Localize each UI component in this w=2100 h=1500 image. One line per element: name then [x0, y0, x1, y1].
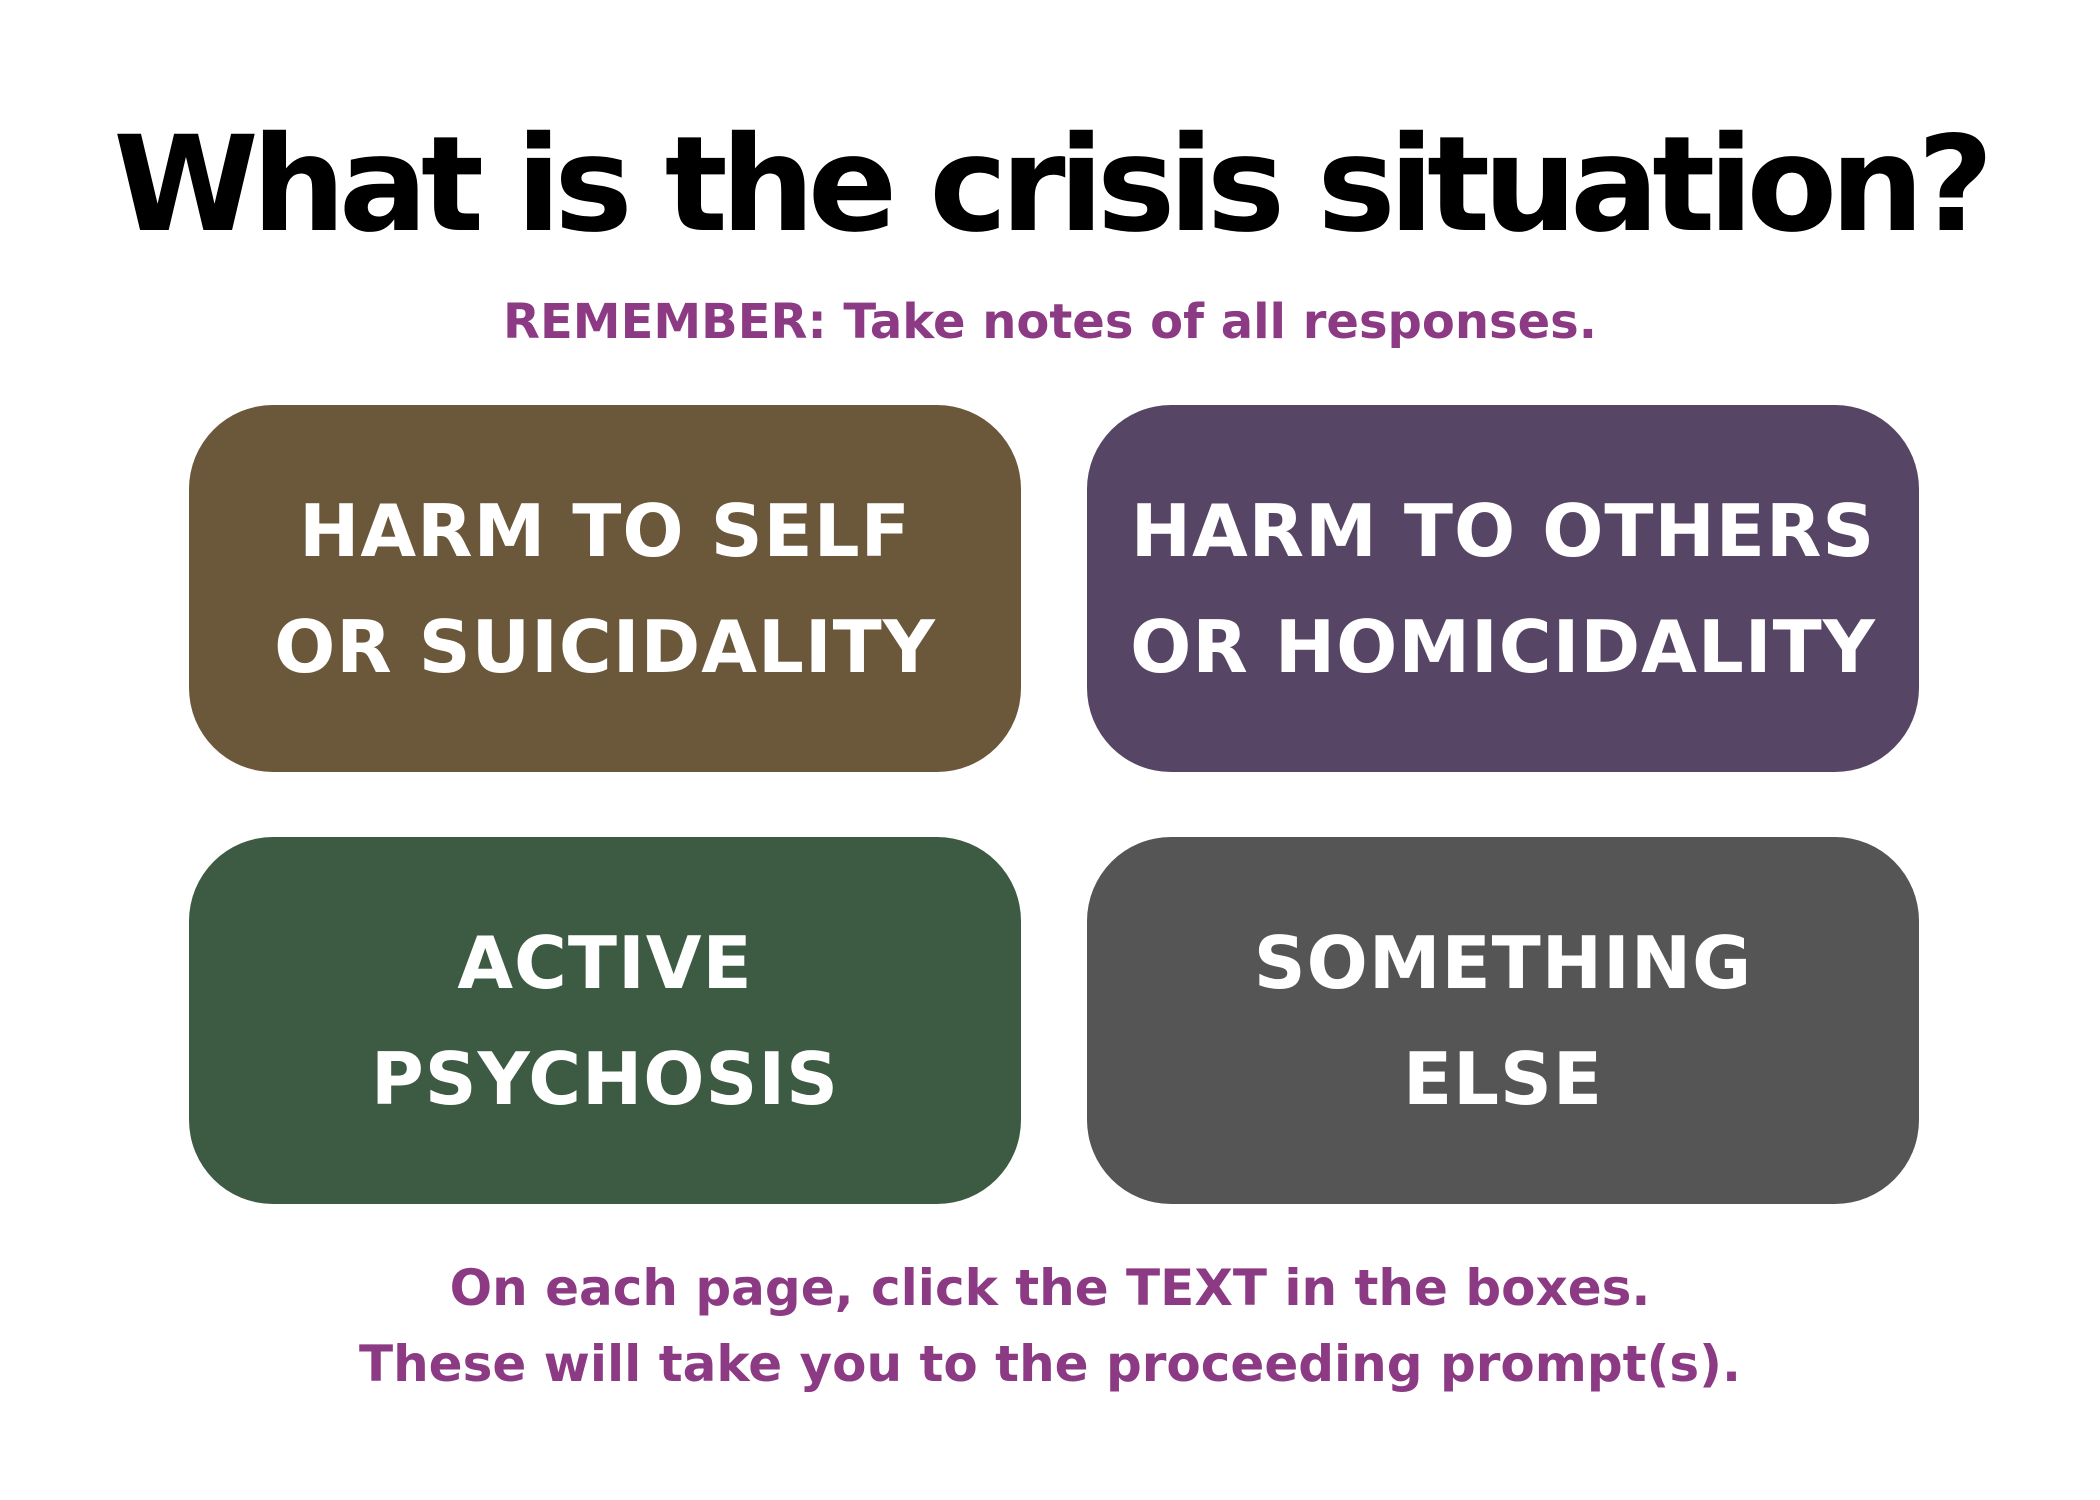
reminder-note: REMEMBER: Take notes of all responses. — [503, 294, 1597, 350]
option-line[interactable]: PSYCHOSIS — [371, 1036, 839, 1121]
option-something-else-text[interactable]: SOMETHING ELSE — [1254, 905, 1752, 1137]
option-harm-to-self-box[interactable]: HARM TO SELF OR SUICIDALITY — [189, 405, 1021, 772]
instructions-footer: On each page, click the TEXT in the boxe… — [0, 1250, 2100, 1402]
option-harm-to-others-box[interactable]: HARM TO OTHERS OR HOMICIDALITY — [1087, 405, 1919, 772]
option-line[interactable]: ACTIVE — [457, 920, 753, 1005]
option-something-else-box[interactable]: SOMETHING ELSE — [1087, 837, 1919, 1204]
footer-line: These will take you to the proceeding pr… — [358, 1335, 1742, 1393]
option-line[interactable]: HARM TO OTHERS — [1130, 488, 1876, 573]
option-line[interactable]: OR SUICIDALITY — [274, 604, 936, 689]
option-harm-to-others-text[interactable]: HARM TO OTHERS OR HOMICIDALITY — [1130, 473, 1876, 705]
option-line[interactable]: HARM TO SELF — [299, 488, 911, 573]
option-active-psychosis-text[interactable]: ACTIVE PSYCHOSIS — [371, 905, 839, 1137]
footer-line: On each page, click the TEXT in the boxe… — [449, 1259, 1651, 1317]
option-line[interactable]: SOMETHING — [1253, 920, 1753, 1005]
page-title: What is the crisis situation? — [113, 108, 1994, 262]
option-line[interactable]: ELSE — [1402, 1036, 1604, 1121]
option-harm-to-self-text[interactable]: HARM TO SELF OR SUICIDALITY — [274, 473, 936, 705]
option-line[interactable]: OR HOMICIDALITY — [1130, 604, 1876, 689]
option-active-psychosis-box[interactable]: ACTIVE PSYCHOSIS — [189, 837, 1021, 1204]
